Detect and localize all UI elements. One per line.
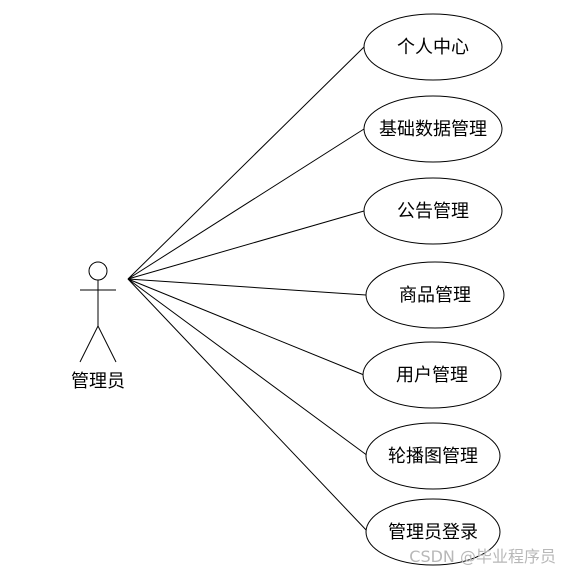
use-case-1: 个人中心 <box>363 13 503 81</box>
actor-right-leg <box>97 325 117 363</box>
use-case-label: 公告管理 <box>397 201 469 222</box>
use-case-ellipse <box>362 341 502 409</box>
use-case-label: 用户管理 <box>396 365 468 386</box>
use-case-4: 商品管理 <box>365 261 505 329</box>
use-case-2: 基础数据管理 <box>363 95 503 163</box>
use-case-6: 轮播图管理 <box>365 422 501 490</box>
association-line-2 <box>127 128 365 280</box>
association-line-5 <box>127 278 365 376</box>
actor-left-leg <box>79 325 99 363</box>
association-lines <box>127 46 369 533</box>
use-case-label: 个人中心 <box>397 37 469 58</box>
association-line-3 <box>127 210 365 280</box>
watermark-text: CSDN @毕业程序员 <box>409 547 556 566</box>
use-case-7: 管理员登录 <box>365 498 501 566</box>
actor-head <box>88 261 108 281</box>
association-line-4 <box>127 278 367 296</box>
use-case-label: 管理员登录 <box>388 522 478 543</box>
use-case-label: 轮播图管理 <box>388 446 478 467</box>
use-case-ellipse <box>365 261 505 329</box>
use-case-ellipse <box>365 422 501 490</box>
association-line-6 <box>127 278 369 457</box>
use-case-3: 公告管理 <box>363 177 503 245</box>
association-line-1 <box>127 46 365 280</box>
actor-label: 管理员 <box>71 371 125 392</box>
use-case-ellipse <box>363 13 503 81</box>
use-case-ellipse <box>363 95 503 163</box>
use-case-ellipse <box>365 498 501 566</box>
association-line-7 <box>127 278 369 533</box>
actor-admin <box>79 261 117 363</box>
use-case-5: 用户管理 <box>362 341 502 409</box>
use-case-label: 基础数据管理 <box>379 119 487 140</box>
use-case-label: 商品管理 <box>399 285 471 306</box>
use-case-ellipse <box>363 177 503 245</box>
